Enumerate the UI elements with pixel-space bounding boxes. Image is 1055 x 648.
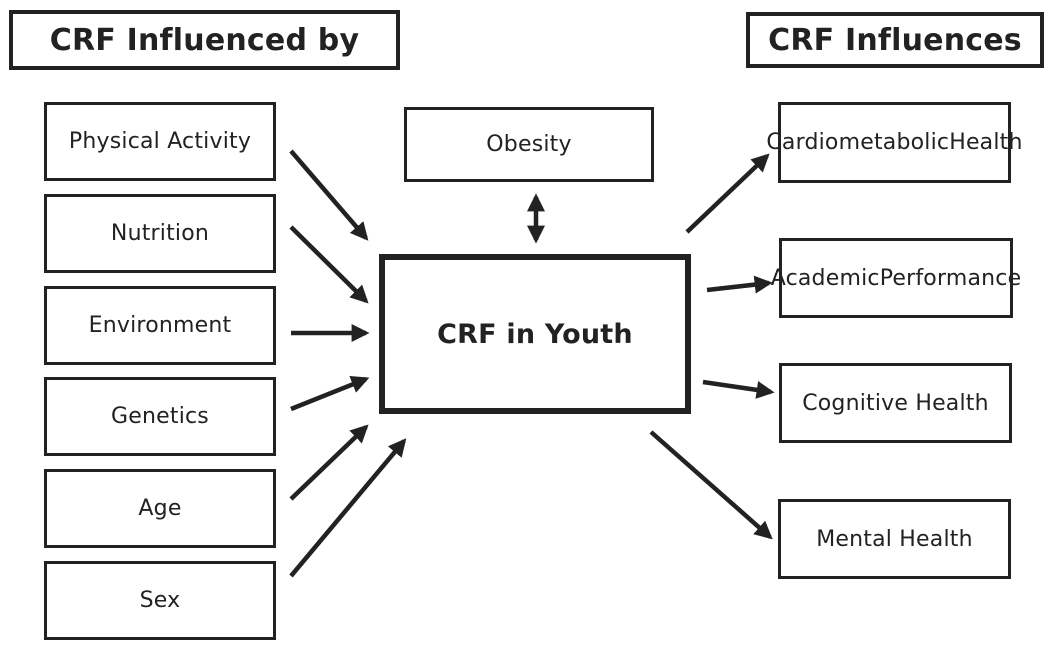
output-box-cognitive-health: Cognitive Health — [779, 363, 1012, 443]
output-label-line: Cardiometabolic — [766, 130, 950, 155]
header-crf-influenced-by: CRF Influenced by — [9, 10, 400, 70]
center-box-crf-in-youth: CRF in Youth — [379, 254, 691, 414]
input-box-nutrition: Nutrition — [44, 194, 276, 273]
input-box-age: Age — [44, 469, 276, 548]
input-box-sex: Sex — [44, 561, 276, 640]
output-box-mental-health: Mental Health — [778, 499, 1011, 579]
output-label-line: Performance — [879, 265, 1022, 291]
arrow-center-to-cognitive-health — [702, 379, 775, 399]
obesity-box: Obesity — [404, 107, 654, 182]
arrow-center-to-mental-health — [649, 430, 773, 540]
arrow-age-to-center — [289, 424, 369, 501]
arrow-sex-to-center — [289, 438, 407, 578]
output-box-academic-performance: Academic Performance — [771, 238, 1021, 318]
output-box-cardiometabolic-health: Cardiometabolic Health — [766, 102, 1022, 183]
header-crf-influences: CRF Influences — [746, 12, 1044, 68]
output-label-line: Academic — [770, 265, 880, 291]
input-box-genetics: Genetics — [44, 377, 276, 456]
input-box-physical-activity: Physical Activity — [44, 102, 276, 181]
arrow-center-to-cardiometabolic-health — [685, 153, 770, 234]
arrow-genetics-to-center — [290, 375, 370, 412]
arrow-physical-activity-to-center — [289, 149, 369, 241]
arrow-center-to-academic-performance — [706, 275, 773, 294]
output-label-line: Health — [949, 130, 1023, 155]
input-box-environment: Environment — [44, 286, 276, 365]
arrow-nutrition-to-center — [289, 225, 369, 304]
